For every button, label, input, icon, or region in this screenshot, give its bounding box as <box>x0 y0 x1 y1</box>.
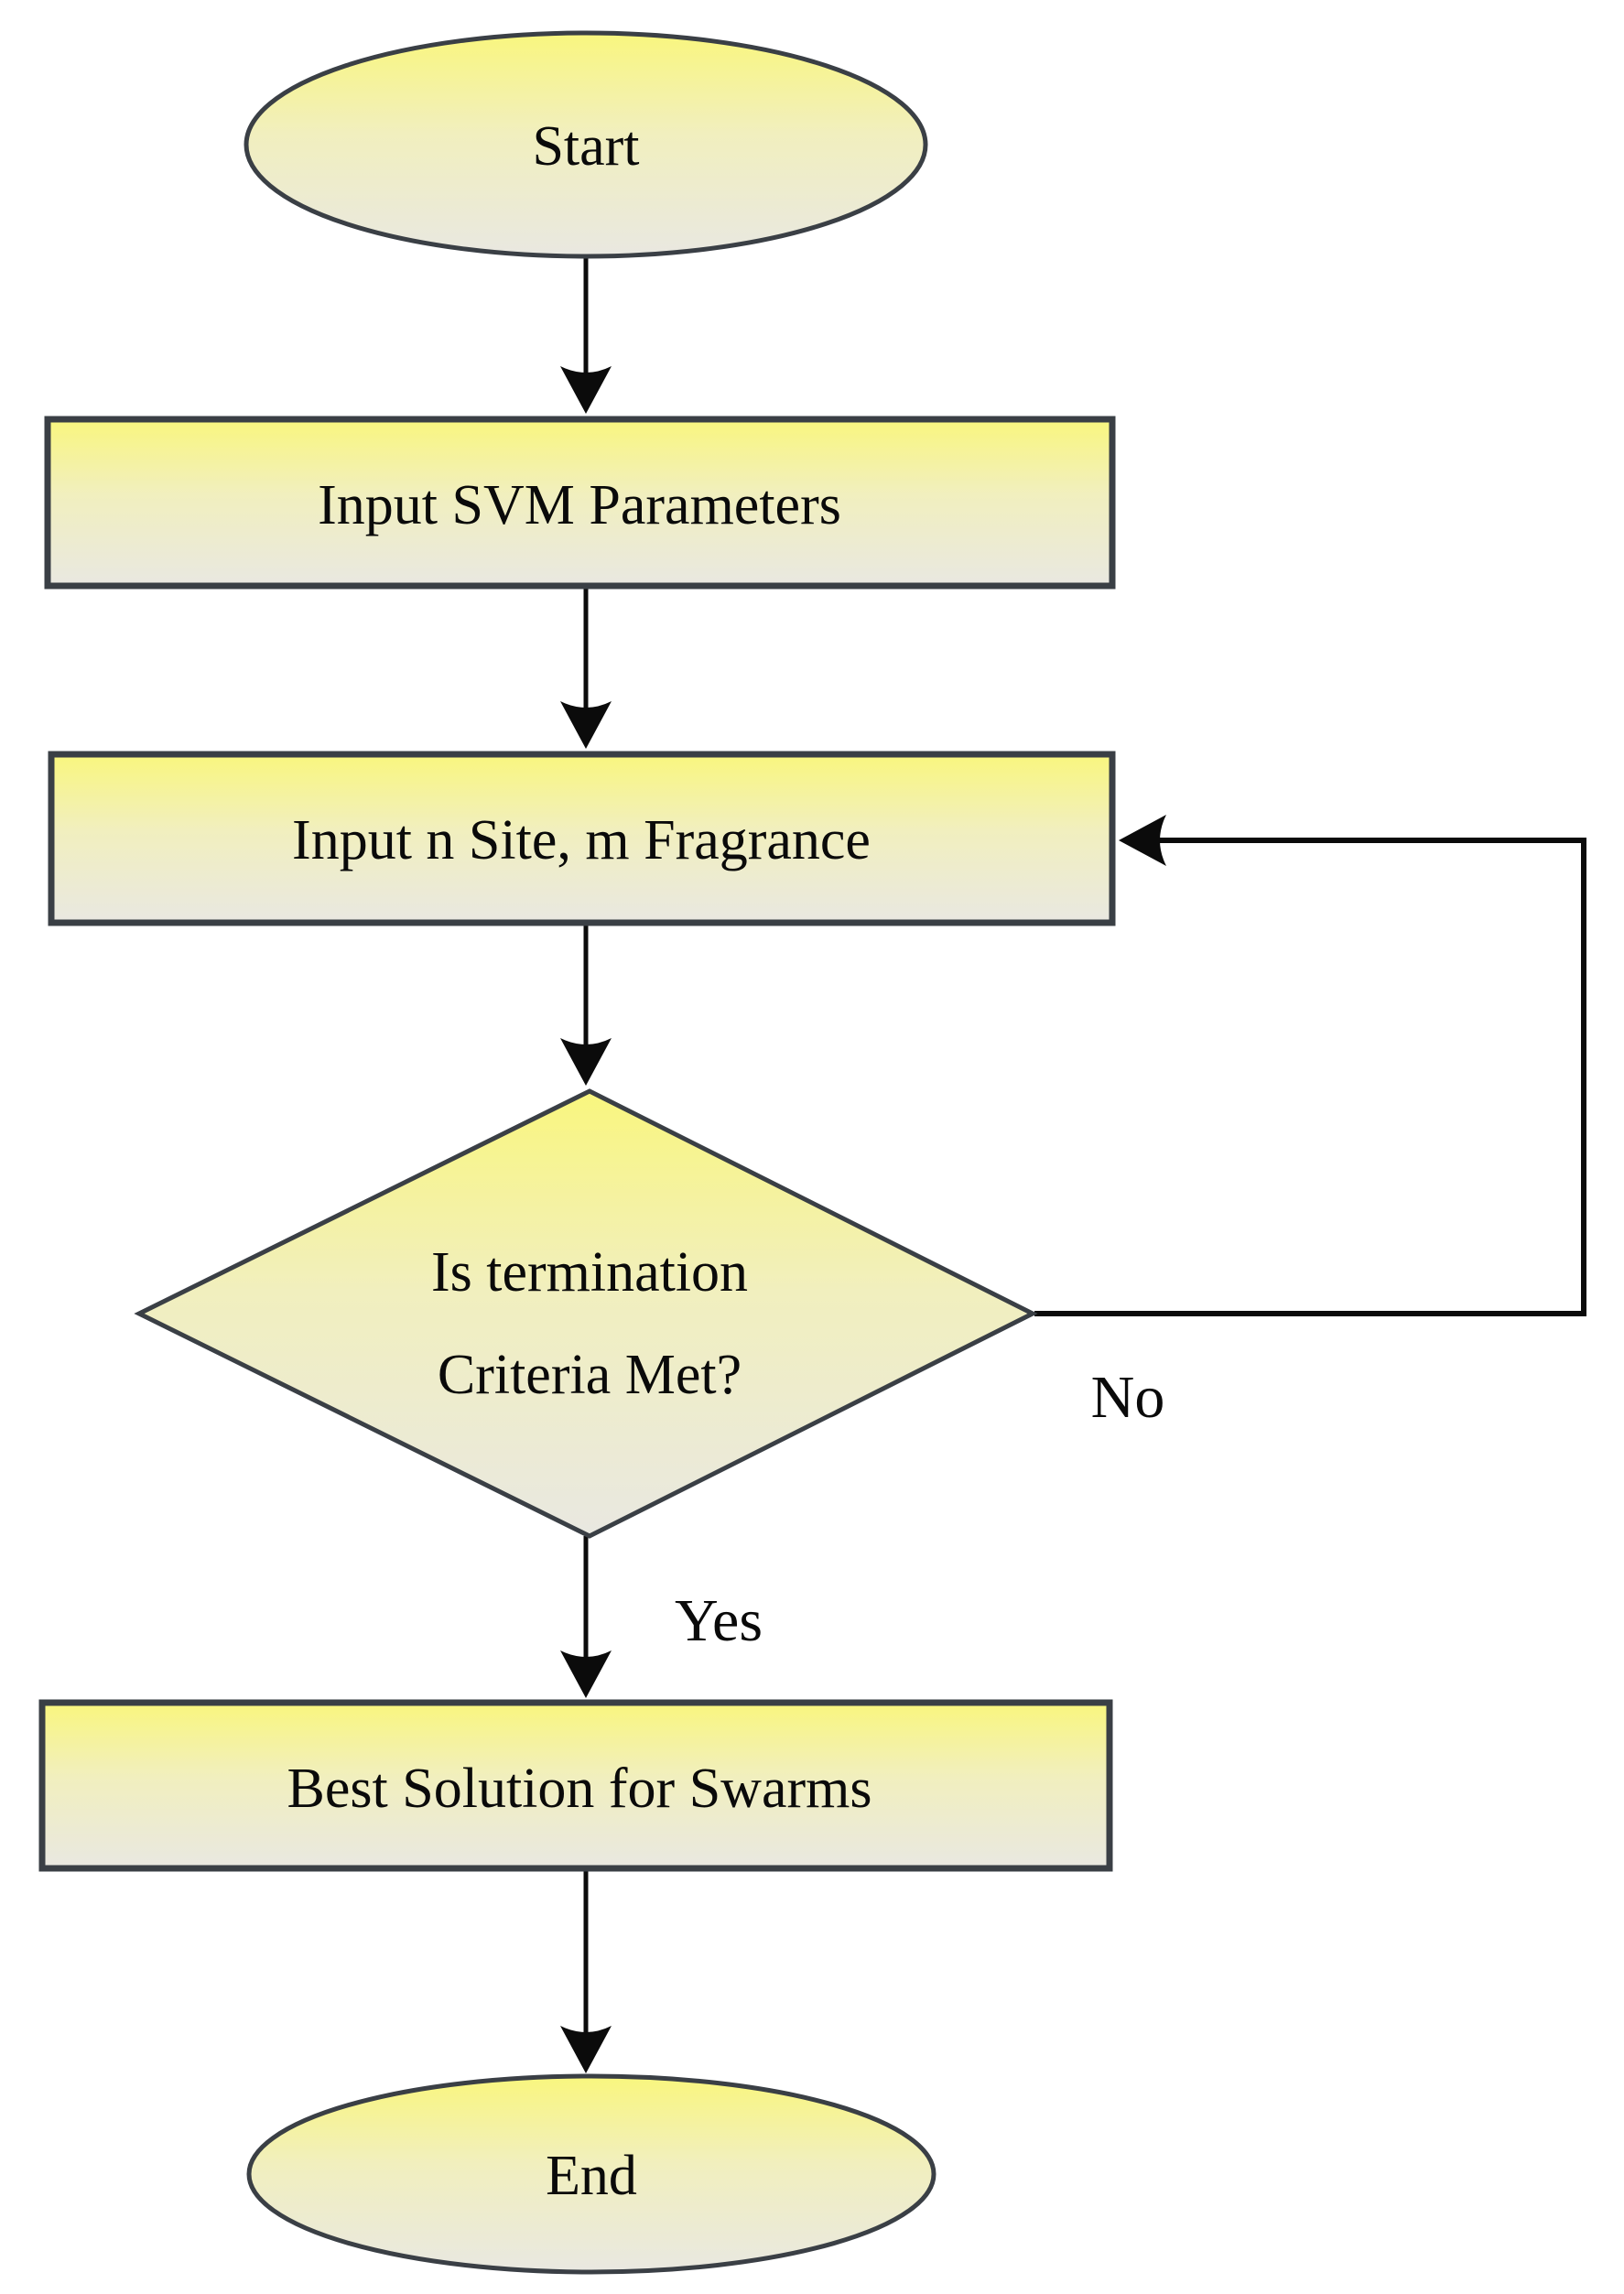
arrowhead-into-inputsvm <box>560 366 612 414</box>
node-best-solution: Best Solution for Swarms <box>38 1699 1113 1872</box>
arrowhead-into-decision <box>560 1038 612 1086</box>
input-svm-parameters-label: Input SVM Parameters <box>318 474 841 536</box>
best-solution-shape <box>38 1699 1113 1872</box>
node-input-site-fragrance: Input n Site, m Fragrance <box>48 751 1116 926</box>
decision-diamond-shape <box>134 1088 1038 1539</box>
best-solution-label: Best Solution for Swarms <box>287 1758 872 1820</box>
decision-label-line1: Is termination <box>431 1241 748 1304</box>
edge-label-no: No <box>1091 1364 1165 1431</box>
edge-label-yes: Yes <box>675 1587 763 1654</box>
end-terminator-shape <box>246 2073 937 2275</box>
arrowhead-into-bestsolution <box>560 1650 612 1698</box>
decision-label-line2: Criteria Met? <box>438 1344 742 1406</box>
edge-no-loop <box>1034 838 1586 1316</box>
input-site-fragrance-label: Input n Site, m Fragrance <box>292 809 871 871</box>
input-svm-parameters-shape <box>44 416 1116 590</box>
node-start: Start <box>244 30 928 259</box>
arrowhead-into-end <box>560 2026 612 2073</box>
node-end: End <box>246 2073 937 2275</box>
start-label: Start <box>532 115 639 178</box>
end-label: End <box>546 2145 637 2207</box>
node-input-svm-parameters: Input SVM Parameters <box>44 416 1116 590</box>
arrowhead-into-inputsite-right <box>1119 815 1166 866</box>
input-site-fragrance-shape <box>48 751 1116 926</box>
arrowhead-into-inputsite <box>560 701 612 749</box>
node-decision-termination: Is termination Criteria Met? <box>134 1088 1038 1539</box>
start-terminator-shape <box>244 30 928 259</box>
